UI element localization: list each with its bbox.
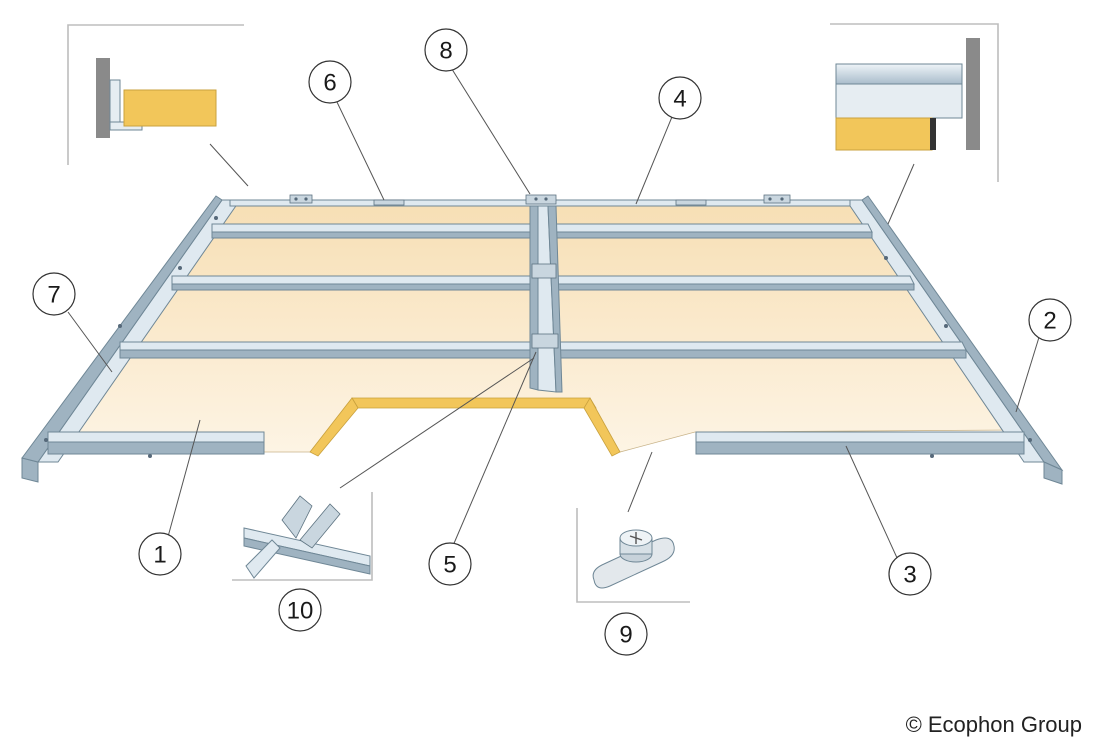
bracket-5 [763, 194, 791, 204]
svg-text:9: 9 [619, 622, 632, 649]
wall-section [966, 38, 980, 150]
svg-text:2: 2 [1043, 308, 1056, 335]
detail-inset-fixing [576, 508, 690, 603]
callout-4: 4 [658, 76, 702, 120]
wall-trim-right [845, 195, 1064, 485]
svg-text:6: 6 [323, 70, 336, 97]
leader-lines [67, 65, 1041, 561]
wall-trim-left [21, 195, 241, 483]
callout-3: 3 [888, 552, 932, 596]
callout-9: 9 [604, 612, 648, 656]
callout-8: 8 [424, 28, 468, 72]
bracket-3 [525, 194, 557, 205]
svg-text:8: 8 [439, 38, 452, 65]
callout-10: 10 [278, 588, 322, 632]
detail-inset-connector [232, 492, 373, 581]
callout-6: 6 [308, 60, 352, 104]
cross-profile-front-right [695, 431, 1025, 455]
wall-section [96, 58, 110, 138]
bracket-4 [675, 199, 707, 206]
wall-brackets [289, 194, 791, 206]
detail-inset-top-left [67, 24, 244, 165]
svg-text:10: 10 [287, 598, 314, 625]
svg-text:3: 3 [903, 562, 916, 589]
callout-1: 1 [138, 532, 182, 576]
callout-5: 5 [428, 542, 472, 586]
svg-text:5: 5 [443, 552, 456, 579]
svg-text:1: 1 [153, 542, 166, 569]
callout-2: 2 [1028, 298, 1072, 342]
panel-cutout-edge [351, 397, 597, 409]
svg-text:7: 7 [47, 282, 60, 309]
detail-inset-top-right [830, 23, 999, 182]
bracket-2 [373, 199, 405, 206]
copyright-notice: © Ecophon Group [905, 712, 1082, 737]
cross-profile-front-left [47, 431, 265, 455]
trim-holes [44, 216, 1032, 458]
callout-7: 7 [32, 272, 76, 316]
main-runner [529, 205, 563, 393]
bracket-1 [289, 194, 313, 204]
svg-text:4: 4 [673, 86, 686, 113]
